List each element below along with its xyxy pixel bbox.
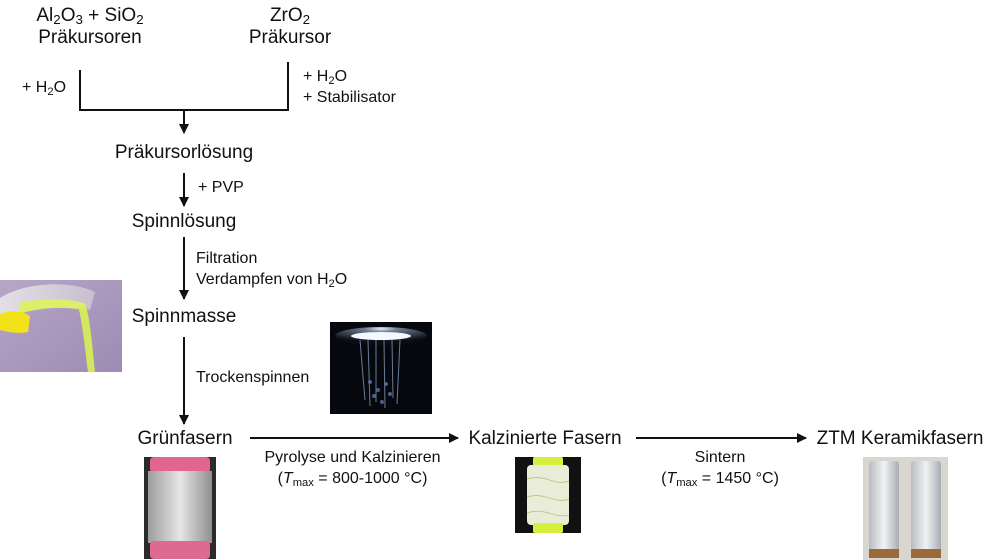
photo-kalzinierte-fasern-spool	[515, 457, 581, 533]
label-trockenspinnen: Trockenspinnen	[196, 369, 310, 386]
node-kalzinierte-fasern: Kalzinierte Fasern	[468, 428, 622, 449]
node-gruenfasern: Grünfasern	[137, 428, 233, 449]
node-al-si-praekursoren: Al2O3 + SiO2 Präkursoren	[36, 5, 144, 48]
merge-bracket	[79, 62, 289, 111]
label-right-additives: + H2O + Stabilisator	[303, 68, 396, 106]
label-pvp: + PVP	[198, 179, 244, 196]
node-zro2-praekursor: ZrO2 Präkursor	[248, 5, 332, 48]
node-praekursorloesung: Präkursorlösung	[114, 142, 254, 163]
label-filtration: Filtration Verdampfen von H2O	[196, 250, 348, 290]
label-sintern: Sintern (Tmax = 1450 °C)	[661, 449, 779, 489]
photo-ztm-keramikfasern-spools	[863, 457, 948, 560]
photo-spinnmasse-pouring	[0, 280, 122, 372]
photo-gruenfasern-spool	[144, 457, 216, 559]
node-spinnloesung: Spinnlösung	[131, 211, 237, 232]
label-left-h2o: + H2O	[22, 79, 67, 98]
node-spinnmasse: Spinnmasse	[131, 306, 237, 327]
photo-trockenspinnen-spinneret	[330, 322, 432, 414]
node-ztm-keramikfasern: ZTM Keramikfasern	[816, 428, 984, 449]
label-pyrolyse: Pyrolyse und Kalzinieren (Tmax = 800-100…	[264, 449, 441, 489]
